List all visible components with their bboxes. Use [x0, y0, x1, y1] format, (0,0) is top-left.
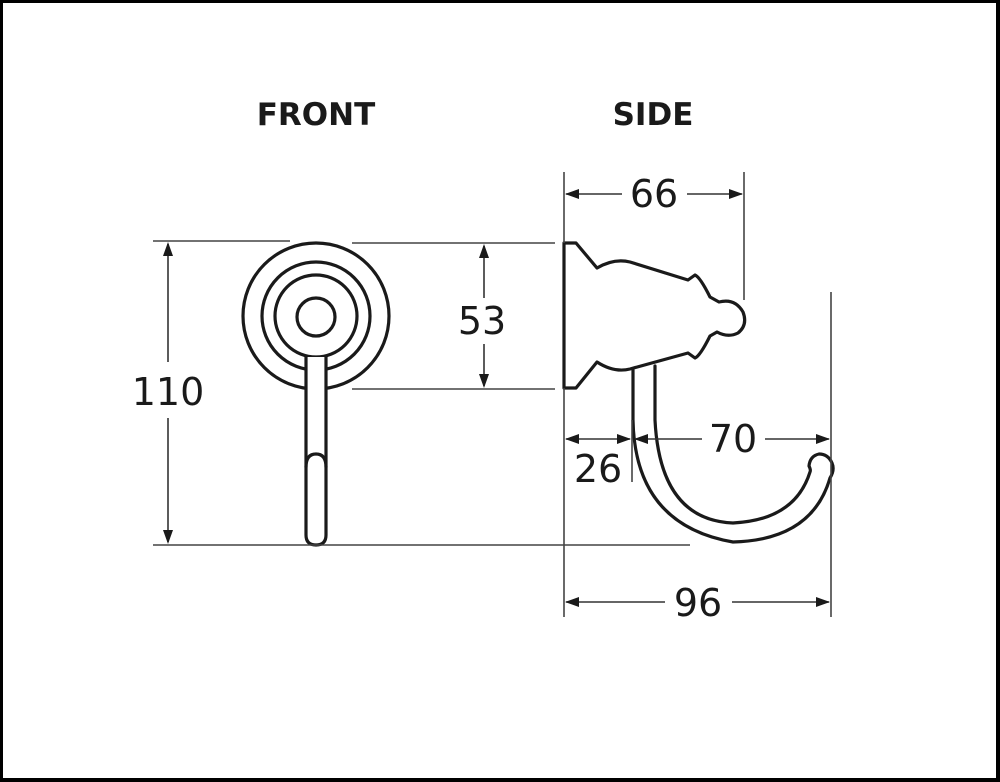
side-view-title: SIDE: [613, 97, 694, 133]
side-body-profile: [562, 241, 747, 390]
dimension-wall-to-stem: 26: [574, 447, 622, 491]
hook-curve-side: [631, 364, 835, 544]
knob-circle: [295, 296, 337, 338]
side-view: 66 26 70 96: [562, 172, 835, 625]
dimension-hook-reach: 70: [709, 417, 757, 461]
rosette-middle-circle: [260, 260, 372, 372]
front-view: 110 53: [132, 240, 690, 547]
dimension-backplate-height: 53: [458, 299, 506, 343]
dimension-overall-height: 110: [132, 370, 205, 414]
hook-tip-front: [304, 452, 328, 469]
dimension-overall-depth: 96: [674, 581, 722, 625]
dimension-projection: 66: [630, 172, 678, 216]
rosette-inner-circle: [273, 273, 359, 359]
front-view-title: FRONT: [257, 97, 376, 133]
